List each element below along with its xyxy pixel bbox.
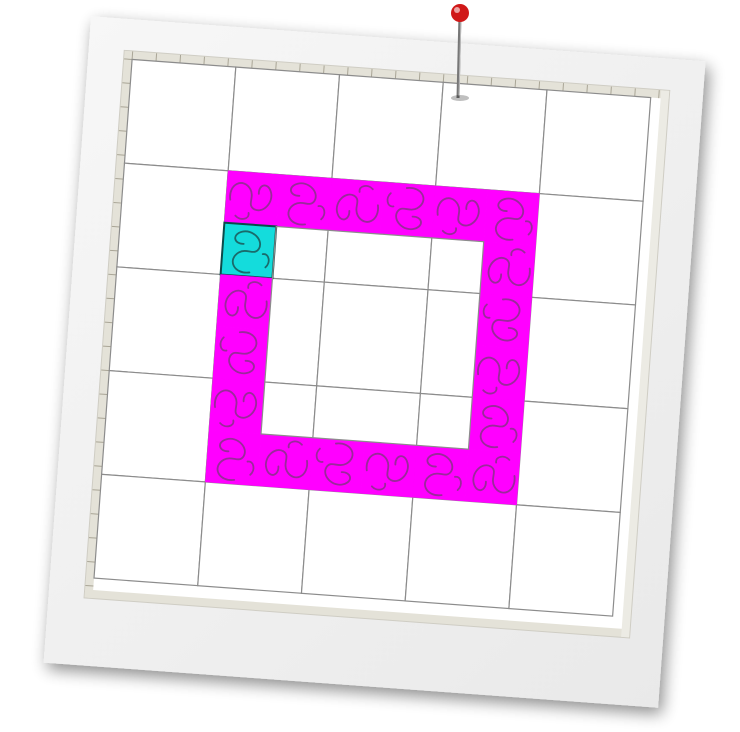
- grid-cell[interactable]: [102, 371, 213, 482]
- grid-cell[interactable]: [317, 282, 428, 393]
- grid-cell[interactable]: [124, 59, 235, 170]
- ring-tile[interactable]: [413, 445, 469, 501]
- grid-cell[interactable]: [436, 82, 547, 193]
- ring-tile[interactable]: [309, 438, 365, 494]
- ring-tile[interactable]: [465, 449, 521, 505]
- ring-tile[interactable]: [209, 378, 265, 434]
- ring-tile[interactable]: [213, 326, 269, 382]
- ring-tile[interactable]: [380, 182, 436, 238]
- ring-tile[interactable]: [217, 275, 273, 331]
- ring-tile[interactable]: [480, 242, 536, 298]
- grid-cell[interactable]: [405, 497, 516, 608]
- ring-tile[interactable]: [432, 186, 488, 242]
- ring-tile[interactable]: [224, 171, 280, 227]
- grid-cell[interactable]: [509, 505, 620, 616]
- ring-tile[interactable]: [328, 178, 384, 234]
- ring-tile[interactable]: [476, 294, 532, 350]
- ring-tile[interactable]: [361, 442, 417, 498]
- ring-tile[interactable]: [205, 430, 261, 486]
- grid-cell[interactable]: [198, 482, 309, 593]
- grid-cell[interactable]: [539, 90, 650, 201]
- grid-cell[interactable]: [301, 490, 412, 601]
- grid-cell[interactable]: [117, 163, 228, 274]
- tile-grid[interactable]: [94, 59, 651, 616]
- grid-cell[interactable]: [332, 75, 443, 186]
- ring-tile[interactable]: [472, 345, 528, 401]
- grid-cell[interactable]: [532, 194, 643, 305]
- ring-tile[interactable]: [276, 175, 332, 231]
- grid-cell[interactable]: [228, 67, 339, 178]
- selected-tile[interactable]: [221, 223, 277, 279]
- grid-cell[interactable]: [109, 267, 220, 378]
- ring-tile[interactable]: [468, 397, 524, 453]
- ring-tile[interactable]: [257, 434, 313, 490]
- grid-cell[interactable]: [524, 297, 635, 408]
- ring-tile[interactable]: [484, 190, 540, 246]
- grid-cell[interactable]: [517, 401, 628, 512]
- grid-cell[interactable]: [94, 474, 205, 585]
